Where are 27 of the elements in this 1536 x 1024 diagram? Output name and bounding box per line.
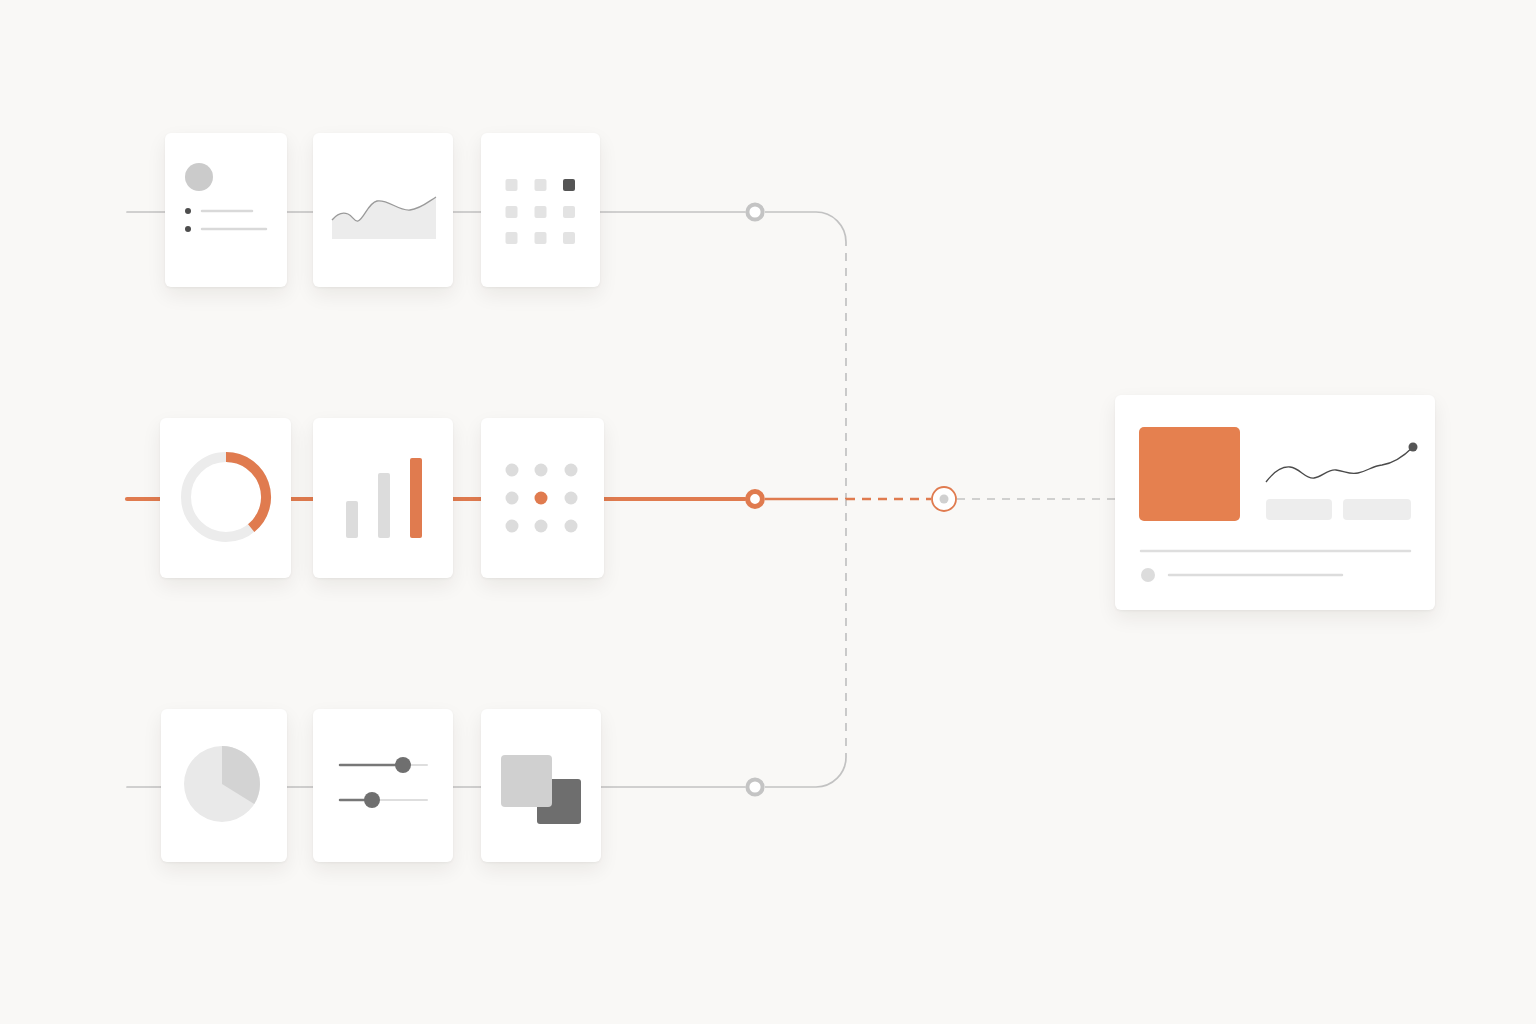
widget-card bbox=[161, 709, 287, 862]
widget-card bbox=[160, 418, 291, 578]
widget-card bbox=[313, 418, 453, 578]
connector-line bbox=[600, 786, 746, 788]
widget-card bbox=[481, 709, 601, 862]
junction-ring bbox=[745, 777, 765, 797]
widget-card bbox=[481, 418, 604, 578]
junction-ring bbox=[745, 489, 765, 509]
dashboard-card bbox=[1115, 395, 1435, 610]
connector-line bbox=[452, 786, 482, 788]
widget-card bbox=[313, 133, 453, 287]
target-ring bbox=[931, 486, 957, 512]
connector-line bbox=[126, 211, 166, 213]
connector-line bbox=[599, 211, 746, 213]
connector-line bbox=[286, 786, 314, 788]
connector-line bbox=[956, 498, 1116, 500]
junction-ring bbox=[745, 202, 765, 222]
connector-line bbox=[286, 211, 314, 213]
connector-line bbox=[764, 498, 847, 788]
connector-line bbox=[126, 786, 162, 788]
connector-line bbox=[452, 211, 482, 213]
widget-card bbox=[165, 133, 287, 287]
connector-line bbox=[765, 497, 846, 501]
widget-card bbox=[313, 709, 453, 862]
widget-card bbox=[481, 133, 600, 287]
connector-line bbox=[764, 211, 847, 500]
connector-line bbox=[846, 497, 931, 501]
